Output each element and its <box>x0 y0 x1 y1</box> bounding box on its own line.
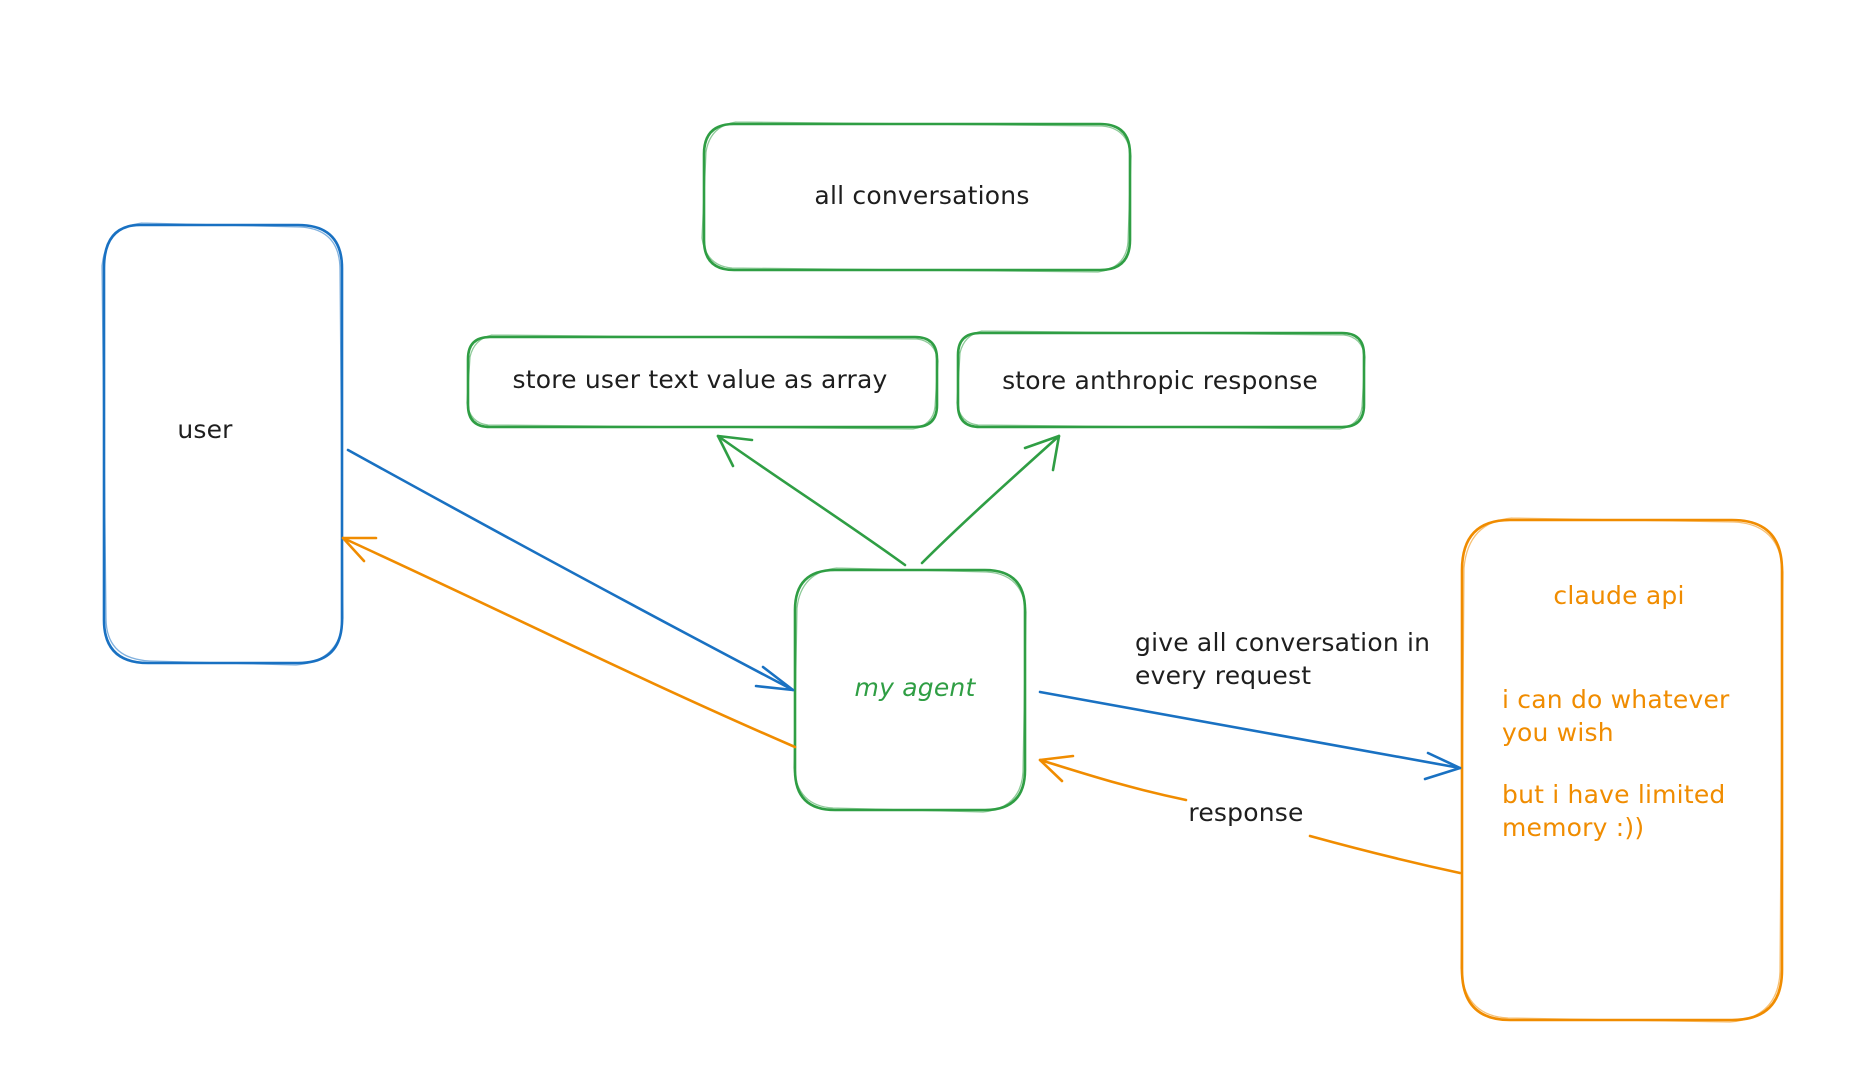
user-label: user <box>177 415 233 444</box>
arrow-agent-to-store-anthropic[interactable] <box>920 434 1061 565</box>
store-user-box-sketch <box>466 334 939 430</box>
arrow-claude-to-agent-tail <box>1308 834 1462 875</box>
arrow-agent-to-store-user-head <box>716 434 754 468</box>
request-edge-label-line-2: every request <box>1135 661 1311 690</box>
claude-api-node[interactable]: claude api i can do whatever you wish bu… <box>1460 517 1784 1023</box>
claude-api-title: claude api <box>1553 581 1684 610</box>
claude-api-line-3: but i have limited <box>1502 780 1726 809</box>
arrow-user-to-agent[interactable] <box>346 448 795 692</box>
user-node[interactable]: user <box>101 222 344 666</box>
request-edge-label-line-1: give all conversation in <box>1135 628 1430 657</box>
arrow-agent-to-user[interactable] <box>341 536 797 749</box>
arrow-claude-to-agent-line <box>1038 758 1188 802</box>
arrow-agent-to-store-user[interactable] <box>716 434 907 567</box>
claude-api-line-2: you wish <box>1502 718 1614 747</box>
arrow-claude-to-agent[interactable] <box>1038 754 1462 875</box>
arrow-agent-to-claude-line <box>1038 690 1462 770</box>
my-agent-node[interactable]: my agent <box>793 567 1027 813</box>
user-box <box>102 223 344 665</box>
claude-api-box <box>1460 518 1784 1022</box>
all-conversations-box <box>702 122 1132 272</box>
arrow-claude-to-agent-head <box>1038 754 1075 783</box>
claude-api-line-1: i can do whatever <box>1502 685 1730 714</box>
my-agent-box <box>793 568 1027 812</box>
arrow-agent-to-store-anthropic-head <box>1023 434 1061 472</box>
arrow-agent-to-claude[interactable] <box>1038 690 1462 781</box>
response-edge-label: response <box>1188 798 1303 827</box>
arrow-agent-to-claude-head <box>1423 751 1462 781</box>
store-anthropic-node[interactable]: store anthropic response <box>956 330 1366 430</box>
store-anthropic-label: store anthropic response <box>1002 366 1318 395</box>
store-user-box <box>466 335 939 429</box>
my-agent-box-sketch <box>793 567 1027 813</box>
my-agent-label: my agent <box>855 673 977 702</box>
store-anthropic-box <box>956 331 1366 429</box>
user-box-sketch <box>101 222 344 666</box>
store-user-node[interactable]: store user text value as array <box>466 334 939 430</box>
all-conversations-label: all conversations <box>814 181 1029 210</box>
arrow-agent-to-user-head <box>341 536 378 563</box>
all-conversations-node[interactable]: all conversations <box>701 121 1132 273</box>
arrow-user-to-agent-line <box>346 448 795 692</box>
arrow-agent-to-store-user-line <box>716 434 907 567</box>
store-anthropic-box-sketch <box>956 330 1366 430</box>
all-conversations-box-sketch <box>701 121 1132 273</box>
store-user-label: store user text value as array <box>512 365 887 394</box>
arrow-agent-to-store-anthropic-line <box>920 434 1061 565</box>
arrow-user-to-agent-head <box>754 665 795 692</box>
claude-api-line-4: memory :)) <box>1502 813 1644 842</box>
claude-api-box-sketch <box>1460 517 1784 1023</box>
arrow-agent-to-user-line <box>341 536 797 749</box>
